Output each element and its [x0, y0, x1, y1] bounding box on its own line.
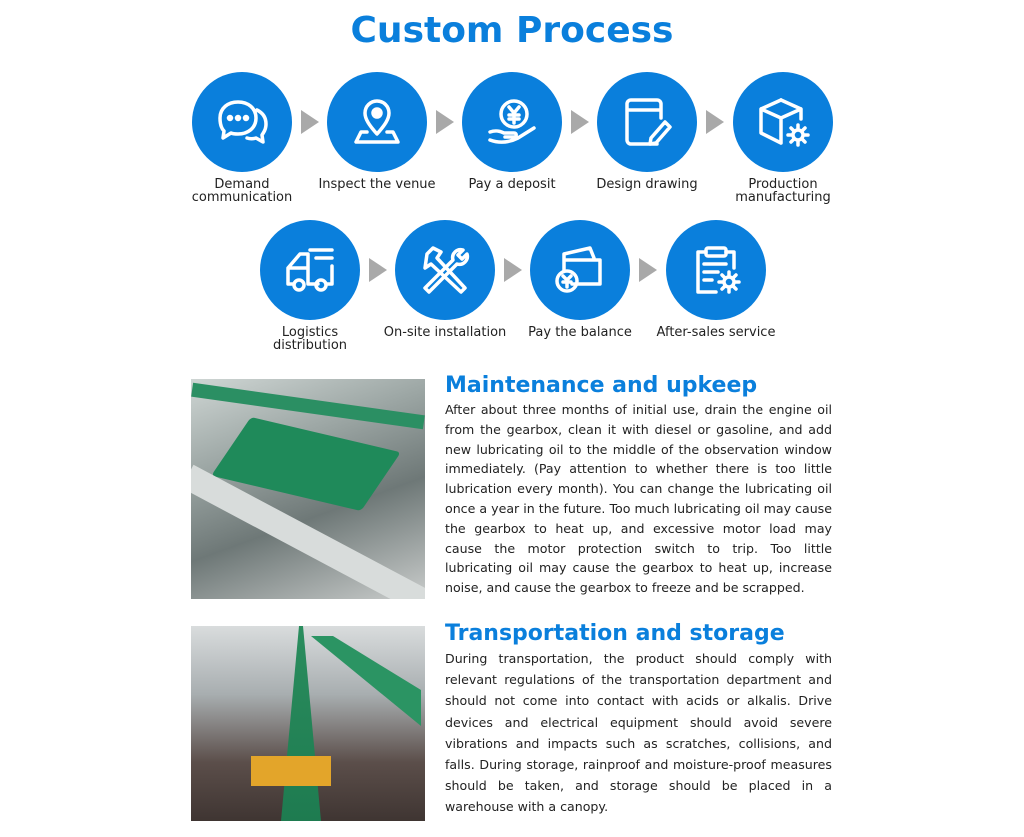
step-inspect-venue: Inspect the venue — [312, 72, 442, 191]
step-design-drawing: Design drawing — [582, 72, 712, 191]
arrow-icon — [301, 110, 319, 134]
page-title: Custom Process — [350, 10, 674, 51]
maintenance-section: Maintenance and upkeep After about three… — [445, 372, 832, 598]
step-label: Inspect the venue — [318, 177, 436, 192]
section-title: Transportation and storage — [445, 621, 785, 646]
arrow-icon — [706, 110, 724, 134]
arrow-icon — [436, 110, 454, 134]
box-gear-icon — [759, 98, 810, 147]
truck-icon — [286, 248, 334, 292]
arrow-icon — [369, 258, 387, 282]
step-production-manufacturing: Production manufacturing — [718, 72, 848, 204]
step-pay-balance: Pay the balance — [515, 220, 645, 339]
step-label: Pay the balance — [528, 325, 632, 340]
drawing-pen-icon — [625, 98, 672, 146]
arrow-icon — [571, 110, 589, 134]
step-label: Production manufacturing — [735, 177, 831, 205]
section-body: After about three months of initial use,… — [445, 402, 832, 596]
conveyor-maintenance-photo — [191, 379, 425, 599]
step-label: After-sales service — [656, 325, 776, 340]
transportation-section: Transportation and storage During transp… — [445, 620, 832, 818]
section-body: During transportation, the product shoul… — [445, 651, 832, 815]
step-label: Pay a deposit — [468, 177, 556, 192]
step-demand-communication: Demand communication — [177, 72, 307, 204]
location-pin-icon — [354, 99, 400, 144]
yen-coin-hand-icon — [488, 99, 536, 144]
arrow-icon — [639, 258, 657, 282]
step-logistics-distribution: Logistics distribution — [245, 220, 375, 352]
step-label: Design drawing — [596, 177, 698, 192]
step-label: Logistics distribution — [272, 325, 348, 353]
arrow-icon — [504, 258, 522, 282]
step-pay-deposit: Pay a deposit — [447, 72, 577, 191]
conveyor-line-photo — [191, 626, 425, 821]
step-after-sales-service: After-sales service — [651, 220, 781, 339]
wallet-yen-icon — [555, 246, 602, 293]
clipboard-gear-icon — [696, 246, 741, 294]
step-label: On-site installation — [383, 325, 507, 340]
tools-icon — [423, 246, 470, 294]
section-title: Maintenance and upkeep — [445, 373, 758, 398]
chat-bubbles-icon — [218, 100, 268, 144]
step-onsite-installation: On-site installation — [380, 220, 510, 339]
step-label: Demand communication — [191, 177, 293, 205]
